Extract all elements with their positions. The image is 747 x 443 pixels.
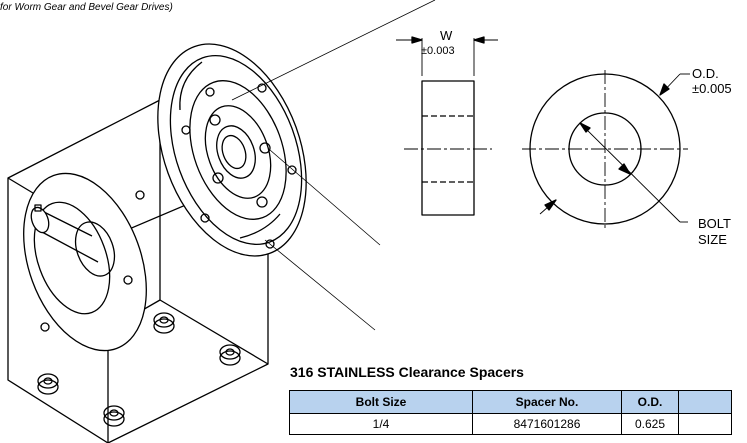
- od-label: O.D.: [692, 66, 719, 81]
- spacer-side-view: [396, 36, 498, 216]
- width-label: W: [440, 28, 453, 43]
- output-flange: [157, 43, 307, 257]
- table-header-row: Bolt Size Spacer No. O.D.: [289, 390, 732, 414]
- cell-bolt-size: 1/4: [289, 413, 473, 435]
- bolt-size-label-line2: SIZE: [698, 232, 727, 247]
- width-tolerance: ±0.003: [421, 45, 455, 57]
- shaft: [30, 204, 116, 277]
- bolt-spacers: [37, 312, 241, 427]
- table-title: 316 STAINLESS Clearance Spacers: [290, 364, 524, 380]
- figure-caption: for Worm Gear and Bevel Gear Drives): [0, 2, 173, 13]
- explode-lines: [231, 0, 436, 331]
- header-extra: [678, 390, 732, 414]
- header-bolt-size: Bolt Size: [289, 390, 473, 414]
- cell-spacer-no: 8471601286: [472, 413, 622, 435]
- header-od: O.D.: [621, 390, 679, 414]
- cell-od: 0.625: [621, 413, 679, 435]
- header-spacer-no: Spacer No.: [472, 390, 622, 414]
- bolt-size-label-line1: BOLT: [698, 216, 731, 231]
- spacer-table: Bolt Size Spacer No. O.D. 1/4 8471601286…: [289, 390, 732, 435]
- od-tolerance: ±0.005: [692, 81, 732, 96]
- spacer-front-view: [522, 70, 690, 228]
- cell-extra: [678, 413, 732, 435]
- table-row: 1/4 8471601286 0.625: [289, 413, 732, 435]
